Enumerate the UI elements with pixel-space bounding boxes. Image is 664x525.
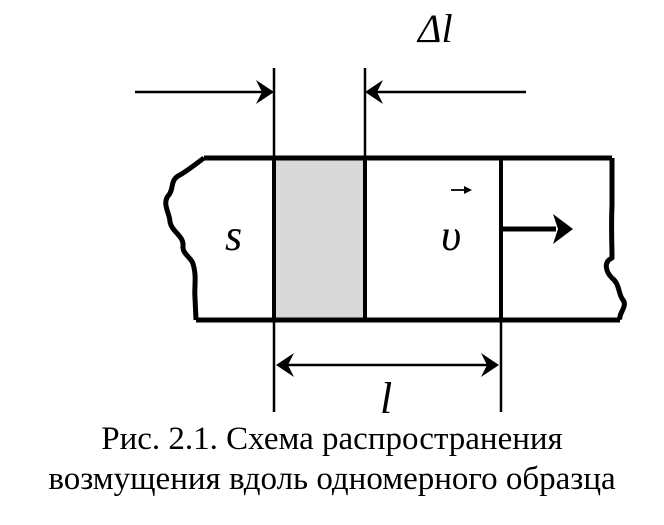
delta-l-label: Δl — [416, 6, 453, 51]
shaded-region — [274, 158, 365, 320]
delta-l-dimension: Δl — [135, 6, 526, 104]
l-left-arrowhead — [276, 353, 294, 377]
v-label: υ — [441, 211, 461, 260]
velocity-arrowhead — [553, 214, 573, 244]
right-arrow-icon — [451, 186, 472, 194]
rod-right-broken-edge — [603, 158, 627, 321]
l-right-arrowhead — [481, 353, 499, 377]
figure-caption-line-1: Рис. 2.1. Схема распространения — [101, 421, 563, 457]
l-dimension: l — [276, 353, 499, 423]
velocity-label-group: υ — [441, 186, 472, 260]
delta-l-right-arrowhead — [365, 80, 383, 104]
l-label: l — [380, 374, 392, 423]
figure-caption-line-2: возмущения вдоль одномерного образца — [48, 461, 616, 497]
delta-l-left-arrowhead — [256, 80, 274, 104]
thick-right-arrow-icon — [501, 214, 573, 244]
s-label: s — [225, 211, 242, 260]
rod-left-broken-edge — [163, 155, 206, 321]
